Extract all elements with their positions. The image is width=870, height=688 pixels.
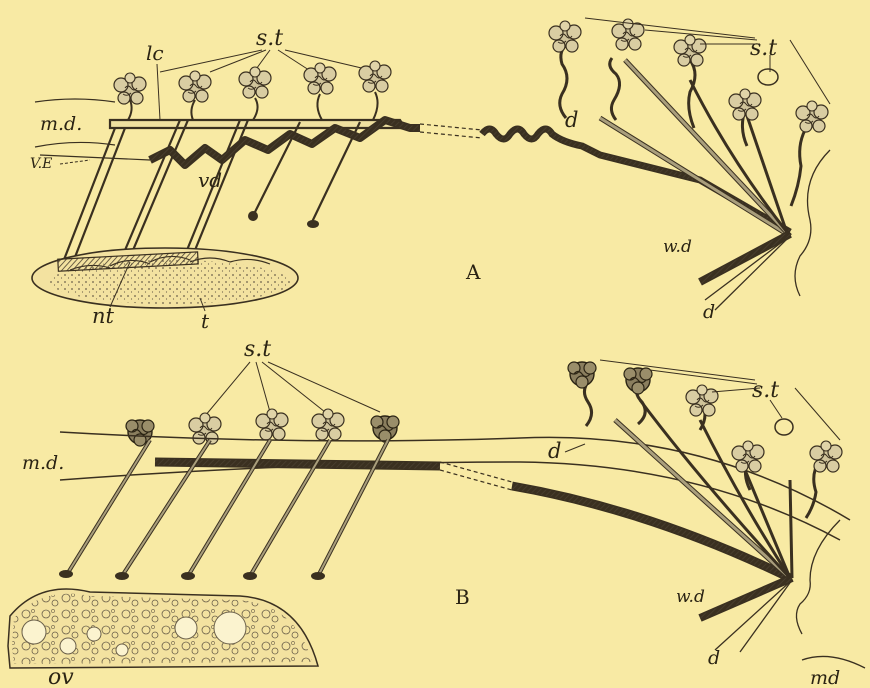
tubule-a-right5 xyxy=(729,89,761,120)
dashed-continuation-a xyxy=(420,124,482,138)
tubule-end-a1 xyxy=(248,211,258,221)
dashed-continuation-b xyxy=(440,462,512,490)
leader-lines-st-a-left xyxy=(160,50,370,72)
label-ov: ov xyxy=(48,665,74,688)
label-st-b-left: s.t xyxy=(244,337,271,362)
label-vd: vd xyxy=(198,168,222,192)
longitudinal-canal xyxy=(60,120,405,270)
w-duct-a-hatch xyxy=(700,234,790,282)
tubule-a-right3 xyxy=(674,35,706,66)
tubule-a4 xyxy=(304,63,336,94)
tubule-b-right3 xyxy=(686,385,718,416)
leader-line-ve xyxy=(60,160,90,164)
figure-a: s.t lc m.d. V.E xyxy=(30,18,830,333)
tubule-a3 xyxy=(239,67,271,98)
label-st-b-right: s.t xyxy=(752,378,779,403)
tubule-a1 xyxy=(114,73,146,104)
tubule-end-a2 xyxy=(307,220,319,228)
tubule-a-right4 xyxy=(758,69,778,85)
label-nt: nt xyxy=(92,304,115,328)
label-st-a-left: s.t xyxy=(256,26,283,51)
tubule-a2 xyxy=(179,71,211,102)
duct-a-lower2 xyxy=(715,236,790,310)
tubule-a-right2 xyxy=(612,19,644,50)
tubule-b4 xyxy=(312,409,344,440)
leader-line-lc xyxy=(157,64,160,120)
tubule-b5 xyxy=(371,416,399,442)
tubule-b-right1 xyxy=(568,362,596,388)
leader-line-vd xyxy=(40,155,150,160)
md-b-upper xyxy=(60,432,850,520)
tubule-b3 xyxy=(256,409,288,440)
label-d-a-top: d xyxy=(565,108,578,132)
label-md-b-right: md xyxy=(810,667,840,688)
tubule-b-right6 xyxy=(810,441,842,472)
label-wd-a: w.d xyxy=(663,237,692,257)
figure-b: s.t m.d. xyxy=(8,337,865,688)
ducts-a-right xyxy=(600,60,790,236)
tubule-b-right4 xyxy=(775,419,793,435)
tubule-a5 xyxy=(359,61,391,92)
leader-lines-st-b-left xyxy=(205,362,380,416)
tubule-a-right1 xyxy=(549,21,581,52)
label-d-b-top: d xyxy=(548,439,561,463)
tubule-b-right2 xyxy=(624,368,652,394)
label-lc: lc xyxy=(146,41,164,65)
label-d-b-bottom: d xyxy=(708,647,720,669)
label-d-a-bottom: d xyxy=(703,301,715,323)
tubule-a-right6 xyxy=(796,101,828,132)
panel-label-a: A xyxy=(465,260,481,284)
vas-deferens-a-right xyxy=(482,129,790,232)
vas-deferens-a-right-hatch xyxy=(482,129,790,232)
label-md-b: m.d. xyxy=(22,452,64,474)
label-t: t xyxy=(201,309,210,333)
duct-a-lower xyxy=(705,236,790,300)
leader-line-d-b-top xyxy=(565,444,585,452)
label-ve: V.E xyxy=(30,156,52,172)
tubule-b-right5 xyxy=(732,441,764,472)
label-wd-b: w.d xyxy=(676,587,705,607)
md-a-lower-stroke xyxy=(35,142,115,147)
panel-label-b: B xyxy=(455,585,470,609)
md-a-upper-stroke xyxy=(35,99,115,102)
label-md-a: m.d. xyxy=(40,113,82,135)
